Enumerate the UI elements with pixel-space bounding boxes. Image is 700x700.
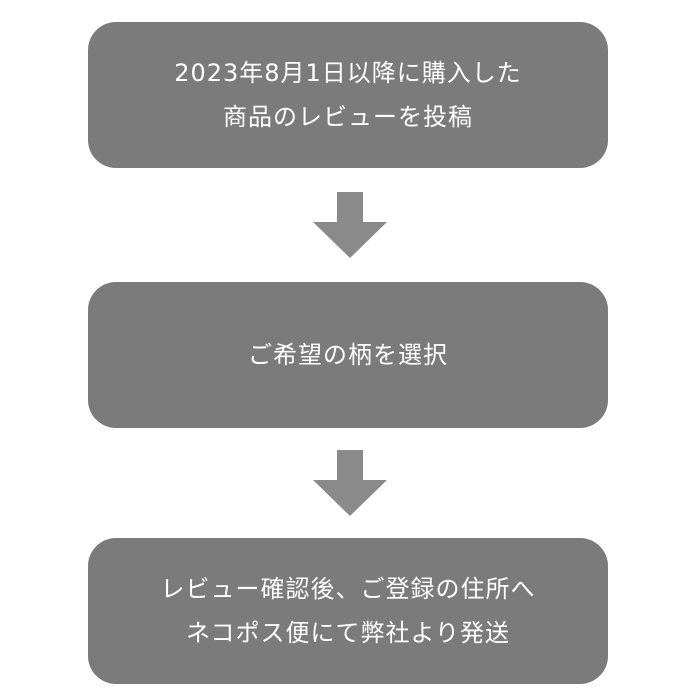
step-1-box: 2023年8月1日以降に購入した 商品のレビューを投稿	[88, 22, 608, 168]
step-2-line-1: ご希望の柄を選択	[248, 341, 448, 369]
step-3-box: レビュー確認後、ご登録の住所へ ネコポス便にて弊社より発送	[88, 538, 608, 684]
step-1-line-1: 2023年8月1日以降に購入した	[174, 59, 522, 87]
step-1-line-2: 商品のレビューを投稿	[223, 103, 473, 131]
step-3-line-2: ネコポス便にて弊社より発送	[185, 619, 511, 647]
down-arrow-icon	[313, 450, 387, 516]
down-arrow-icon	[313, 192, 387, 258]
step-3-line-1: レビュー確認後、ご登録の住所へ	[160, 575, 536, 603]
step-2-box: ご希望の柄を選択	[88, 282, 608, 428]
